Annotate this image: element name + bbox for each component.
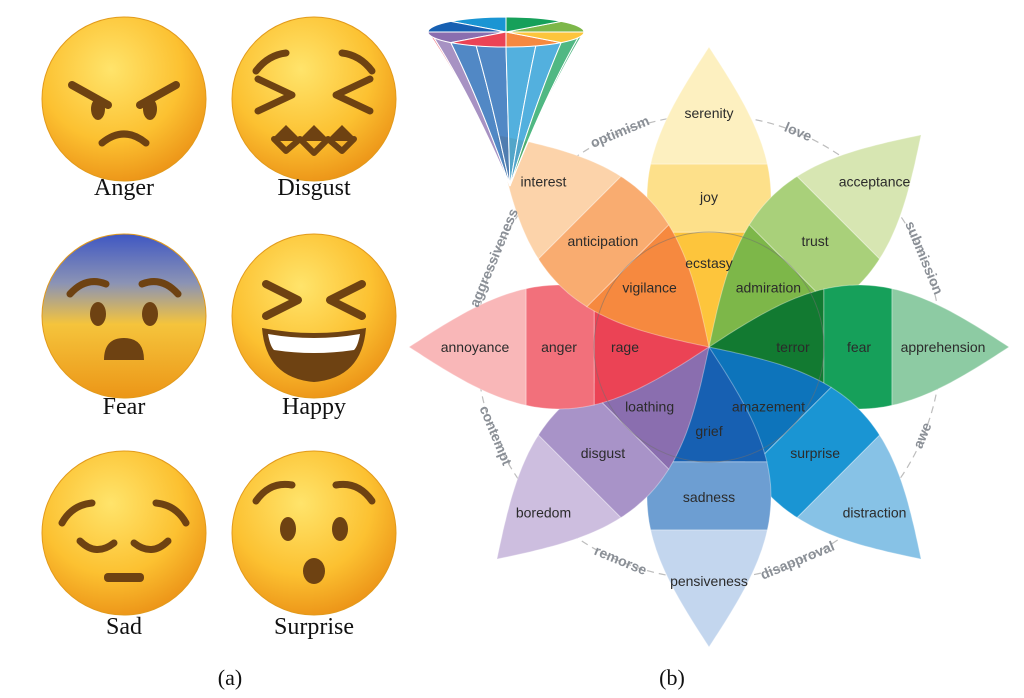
emotion-label-fear: apprehension (901, 339, 986, 355)
inner-ring (593, 231, 825, 463)
emotion-label-anger: annoyance (441, 339, 510, 355)
grinning-squinting-face-icon (231, 233, 397, 399)
emotion-label-joy: joy (699, 189, 718, 205)
emotion-label-anticipation: interest (521, 174, 567, 190)
emotion-label-sadness: pensiveness (670, 573, 748, 589)
emotion-label-anticipation: vigilance (622, 280, 677, 296)
emoji-label: Fear (103, 394, 146, 420)
angry-face-icon (41, 16, 207, 182)
petal-sadness-band (650, 529, 768, 648)
dyad-label-optimism: optimism (588, 112, 652, 151)
emotion-label-surprise: distraction (843, 505, 907, 521)
dyad-label-contempt: contempt (476, 403, 515, 468)
dyad-label-disapproval: disapproval (758, 538, 837, 583)
emotion-label-joy: ecstasy (685, 255, 732, 271)
emotion-label-anticipation: anticipation (567, 233, 638, 249)
panel-label-a: (a) (218, 665, 242, 690)
petal-surprise-band (796, 434, 922, 560)
dyad-label-remorse: remorse (592, 542, 649, 578)
plutchik-wheel: ecstasy joy serenity admiration trust accepta… (408, 16, 1010, 648)
petal-labels: ecstasy joy serenity admiration trust accepta… (441, 105, 986, 589)
emotion-label-joy: serenity (684, 105, 733, 121)
emotion-label-disgust: disgust (581, 445, 625, 461)
emotion-label-trust: admiration (736, 280, 801, 296)
petal-disgust-band (496, 434, 622, 560)
petal-trust-band (796, 134, 922, 260)
emotion-label-fear: terror (776, 339, 810, 355)
petals (408, 46, 1010, 648)
emotion-label-trust: acceptance (839, 174, 911, 190)
panel-labels: (a) (b) (218, 665, 685, 690)
emotion-label-trust: trust (801, 233, 828, 249)
petal-anticipation (496, 134, 710, 348)
cone-model-icon (427, 16, 585, 187)
emotion-label-disgust: loathing (625, 398, 674, 414)
emotion-label-fear: fear (847, 339, 871, 355)
emotion-label-disgust: boredom (516, 505, 571, 521)
dyad-label-awe: awe (910, 420, 935, 451)
dyad-label-love: love (782, 119, 814, 145)
emotion-label-sadness: grief (695, 423, 722, 439)
petal-surprise (708, 346, 922, 560)
confounded-face-icon (231, 16, 397, 182)
emotion-label-surprise: surprise (790, 445, 840, 461)
petal-joy-band (650, 46, 768, 165)
emotion-label-anger: anger (541, 339, 577, 355)
petal-fear-band (891, 288, 1010, 406)
emotion-label-sadness: sadness (683, 489, 735, 505)
emotion-label-surprise: amazement (732, 398, 805, 414)
anguished-face-icon (41, 233, 207, 399)
emoji-label: Anger (94, 175, 154, 201)
emoji-label: Sad (106, 614, 142, 640)
panel-label-b: (b) (659, 665, 685, 690)
pensive-face-icon (41, 450, 207, 616)
emoji-label: Surprise (274, 614, 354, 640)
hushed-face-icon (231, 450, 397, 616)
emoji-label: Happy (282, 394, 346, 420)
emoji-label: Disgust (277, 175, 351, 201)
emotion-label-anger: rage (611, 339, 639, 355)
dyad-label-submission: submission (902, 219, 947, 297)
petal-anger-band (408, 288, 527, 406)
